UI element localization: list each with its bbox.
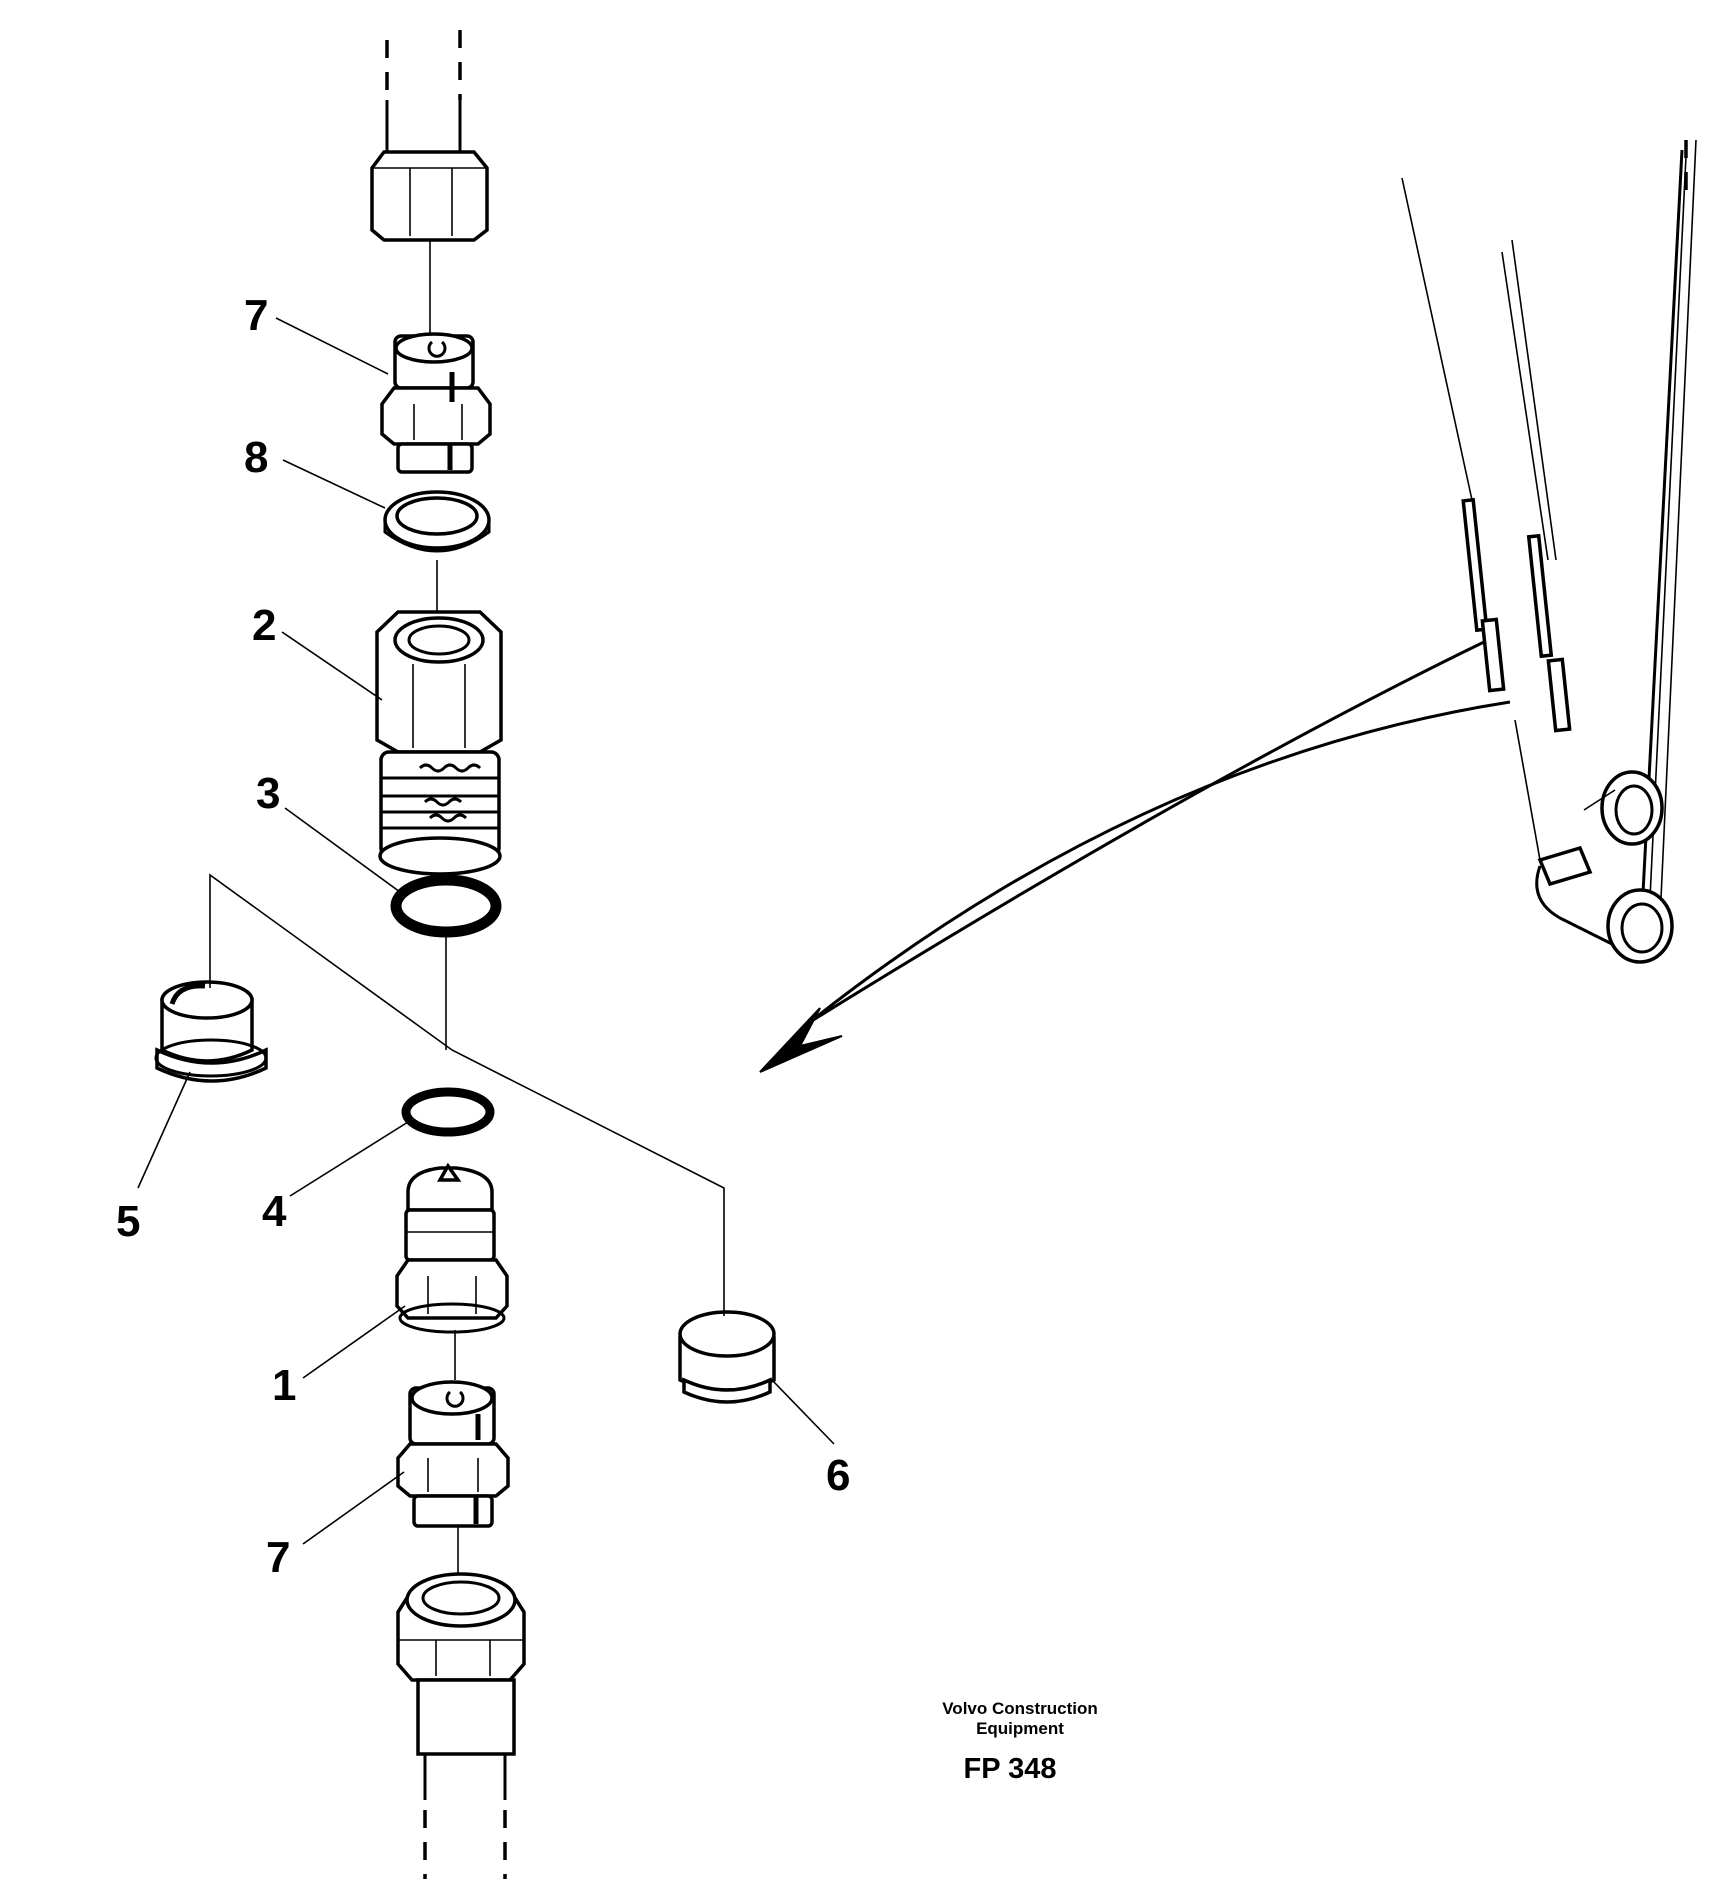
leader-lines [137, 317, 835, 1545]
callout-7-top: 7 [244, 291, 268, 340]
callout-8: 8 [244, 433, 268, 482]
part-7-adapter-bottom [396, 1380, 510, 1528]
part-5-dust-plug [154, 980, 268, 1083]
part-8-washer [383, 490, 491, 553]
callout-2: 2 [252, 601, 276, 650]
figure-code: FP 348 [964, 1753, 1057, 1785]
upper-hose [370, 30, 489, 242]
callout-5: 5 [116, 1197, 140, 1246]
part-7-adapter-top [380, 332, 492, 474]
callout-4: 4 [262, 1187, 287, 1236]
part-3-o-ring [390, 874, 502, 938]
dust-cap-lanyard [209, 873, 725, 1316]
part-6-dust-cap [678, 1310, 776, 1404]
callout-3: 3 [256, 769, 280, 818]
boom-overview [1401, 139, 1697, 964]
callout-7-bottom: 7 [266, 1533, 290, 1582]
callout-6: 6 [826, 1451, 850, 1500]
part-1-coupling-male [395, 1162, 509, 1334]
detail-arrow [759, 640, 1511, 1073]
lower-hose [396, 1572, 526, 1879]
callout-1: 1 [272, 1361, 296, 1410]
part-4-o-ring [401, 1087, 495, 1137]
brand-line-1: Volvo Construction [942, 1699, 1098, 1718]
brand-line-2: Equipment [976, 1719, 1064, 1738]
part-2-coupling-female [375, 610, 503, 876]
